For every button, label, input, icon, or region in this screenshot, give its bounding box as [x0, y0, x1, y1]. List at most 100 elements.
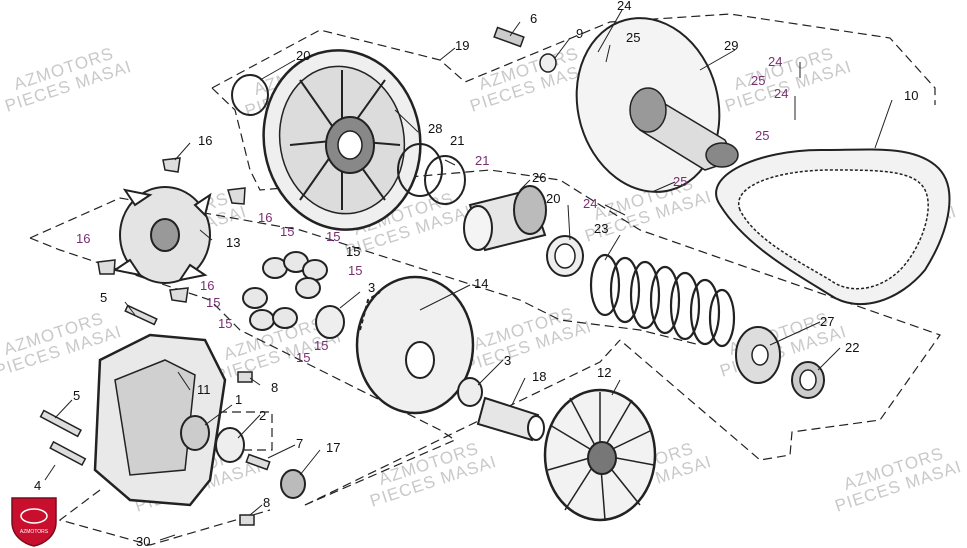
washer-3a: [315, 305, 345, 339]
slide-guides: [97, 157, 246, 303]
callout-3: 3: [504, 353, 511, 368]
callout-5: 5: [73, 388, 80, 403]
crankcase-cover: [93, 333, 227, 507]
callout-24: 24: [768, 54, 782, 69]
callout-15: 15: [326, 229, 340, 244]
dowel-8a: [237, 371, 253, 383]
bell-bore: [337, 130, 363, 160]
callout-26: 26: [532, 170, 546, 185]
callout-15: 15: [280, 224, 294, 239]
drive-assembly-outline: [29, 237, 457, 506]
callout-15: 15: [346, 244, 360, 259]
seal-2: [215, 427, 245, 463]
callout-11: 11: [197, 382, 211, 397]
callout-8: 8: [271, 380, 278, 395]
logo-text: AZMOTORS: [20, 529, 49, 535]
callout-25: 25: [755, 128, 769, 143]
callout-20: 20: [296, 48, 310, 63]
callout-20: 20: [546, 191, 560, 206]
o-ring-21b: [424, 155, 466, 205]
callout-28: 28: [428, 121, 442, 136]
callout-14: 14: [474, 276, 488, 291]
cover-recess: [114, 359, 196, 476]
callout-22: 22: [845, 340, 859, 355]
callout-16: 16: [76, 231, 90, 246]
clutch-bell: [262, 49, 422, 231]
callout-15: 15: [348, 263, 362, 278]
washer-9: [539, 53, 557, 73]
circlip-20: [231, 74, 269, 116]
callout-21: 21: [475, 153, 489, 168]
assembly-outlines: [29, 13, 941, 546]
callout-15: 15: [218, 316, 232, 331]
bushing-17: [280, 469, 306, 499]
callout-15: 15: [206, 295, 220, 310]
callout-25: 25: [751, 73, 765, 88]
callout-16: 16: [198, 133, 212, 148]
stud-7: [245, 453, 271, 471]
callout-12: 12: [597, 365, 611, 380]
watermark: AZMOTORS PIECES MASAI: [463, 304, 594, 376]
callout-9: 9: [576, 26, 583, 41]
callout-27: 27: [820, 314, 834, 329]
callout-16: 16: [258, 210, 272, 225]
face-hub: [629, 87, 667, 133]
callout-21: 21: [450, 133, 464, 148]
bearing-1: [180, 415, 210, 451]
driven-assembly-outline: [211, 87, 941, 461]
washer-3b: [457, 377, 483, 407]
callout-8: 8: [263, 495, 270, 510]
callout-4: 4: [34, 478, 41, 493]
callout-5: 5: [100, 290, 107, 305]
callout-24: 24: [617, 0, 631, 13]
bolt-4: [49, 440, 87, 466]
nut-22-bore: [799, 369, 817, 391]
drive-face-bore: [405, 341, 435, 379]
watermark: AZMOTORS PIECES MASAI: [833, 444, 964, 516]
callout-1: 1: [235, 392, 242, 407]
backplate-blades: [112, 188, 212, 282]
callout-labels: 6 9 24 25 29 19 20 24 25 24 25 10 28 21 …: [34, 0, 918, 548]
driven-spring: [589, 253, 736, 348]
drive-belt: [715, 148, 951, 305]
spring-seat-bore: [751, 344, 769, 366]
shaft-end: [705, 142, 739, 168]
drive-pulley-outline: [29, 197, 701, 346]
callout-15: 15: [296, 350, 310, 365]
dowel-8b: [239, 514, 255, 526]
callout-24: 24: [583, 196, 597, 211]
driven-fixed-face: [575, 17, 739, 193]
callout-25: 25: [626, 30, 640, 45]
callout-19: 19: [455, 38, 469, 53]
callout-23: 23: [594, 221, 608, 236]
watermark: AZMOTORS PIECES MASAI: [3, 44, 134, 116]
belt-teeth: [737, 169, 929, 290]
shield-logo-icon: AZMOTORS: [11, 497, 57, 547]
fan-outline: [304, 339, 621, 506]
bolt-5b: [39, 409, 82, 438]
callout-7: 7: [296, 436, 303, 451]
callout-3: 3: [368, 280, 375, 295]
washer-20-bore: [554, 243, 576, 269]
bolt-6: [493, 26, 525, 48]
callout-30: 30: [136, 534, 150, 548]
o-ring-21a: [397, 143, 443, 197]
callout-24: 24: [774, 86, 788, 101]
driven-sleeve: [463, 185, 547, 252]
callout-16: 16: [200, 278, 214, 293]
callout-15: 15: [314, 338, 328, 353]
callout-10: 10: [904, 88, 918, 103]
variator-rollers: [242, 251, 328, 331]
callout-13: 13: [226, 235, 240, 250]
driven-pulley-outline: [211, 13, 936, 105]
drive-collar: [476, 396, 545, 442]
callout-25: 25: [673, 174, 687, 189]
fan-drive-face: [543, 388, 657, 522]
callout-17: 17: [326, 440, 340, 455]
callout-18: 18: [532, 369, 546, 384]
watermark: AZMOTORS PIECES MASAI: [368, 439, 499, 511]
callout-6: 6: [530, 11, 537, 26]
callout-2: 2: [259, 408, 266, 423]
